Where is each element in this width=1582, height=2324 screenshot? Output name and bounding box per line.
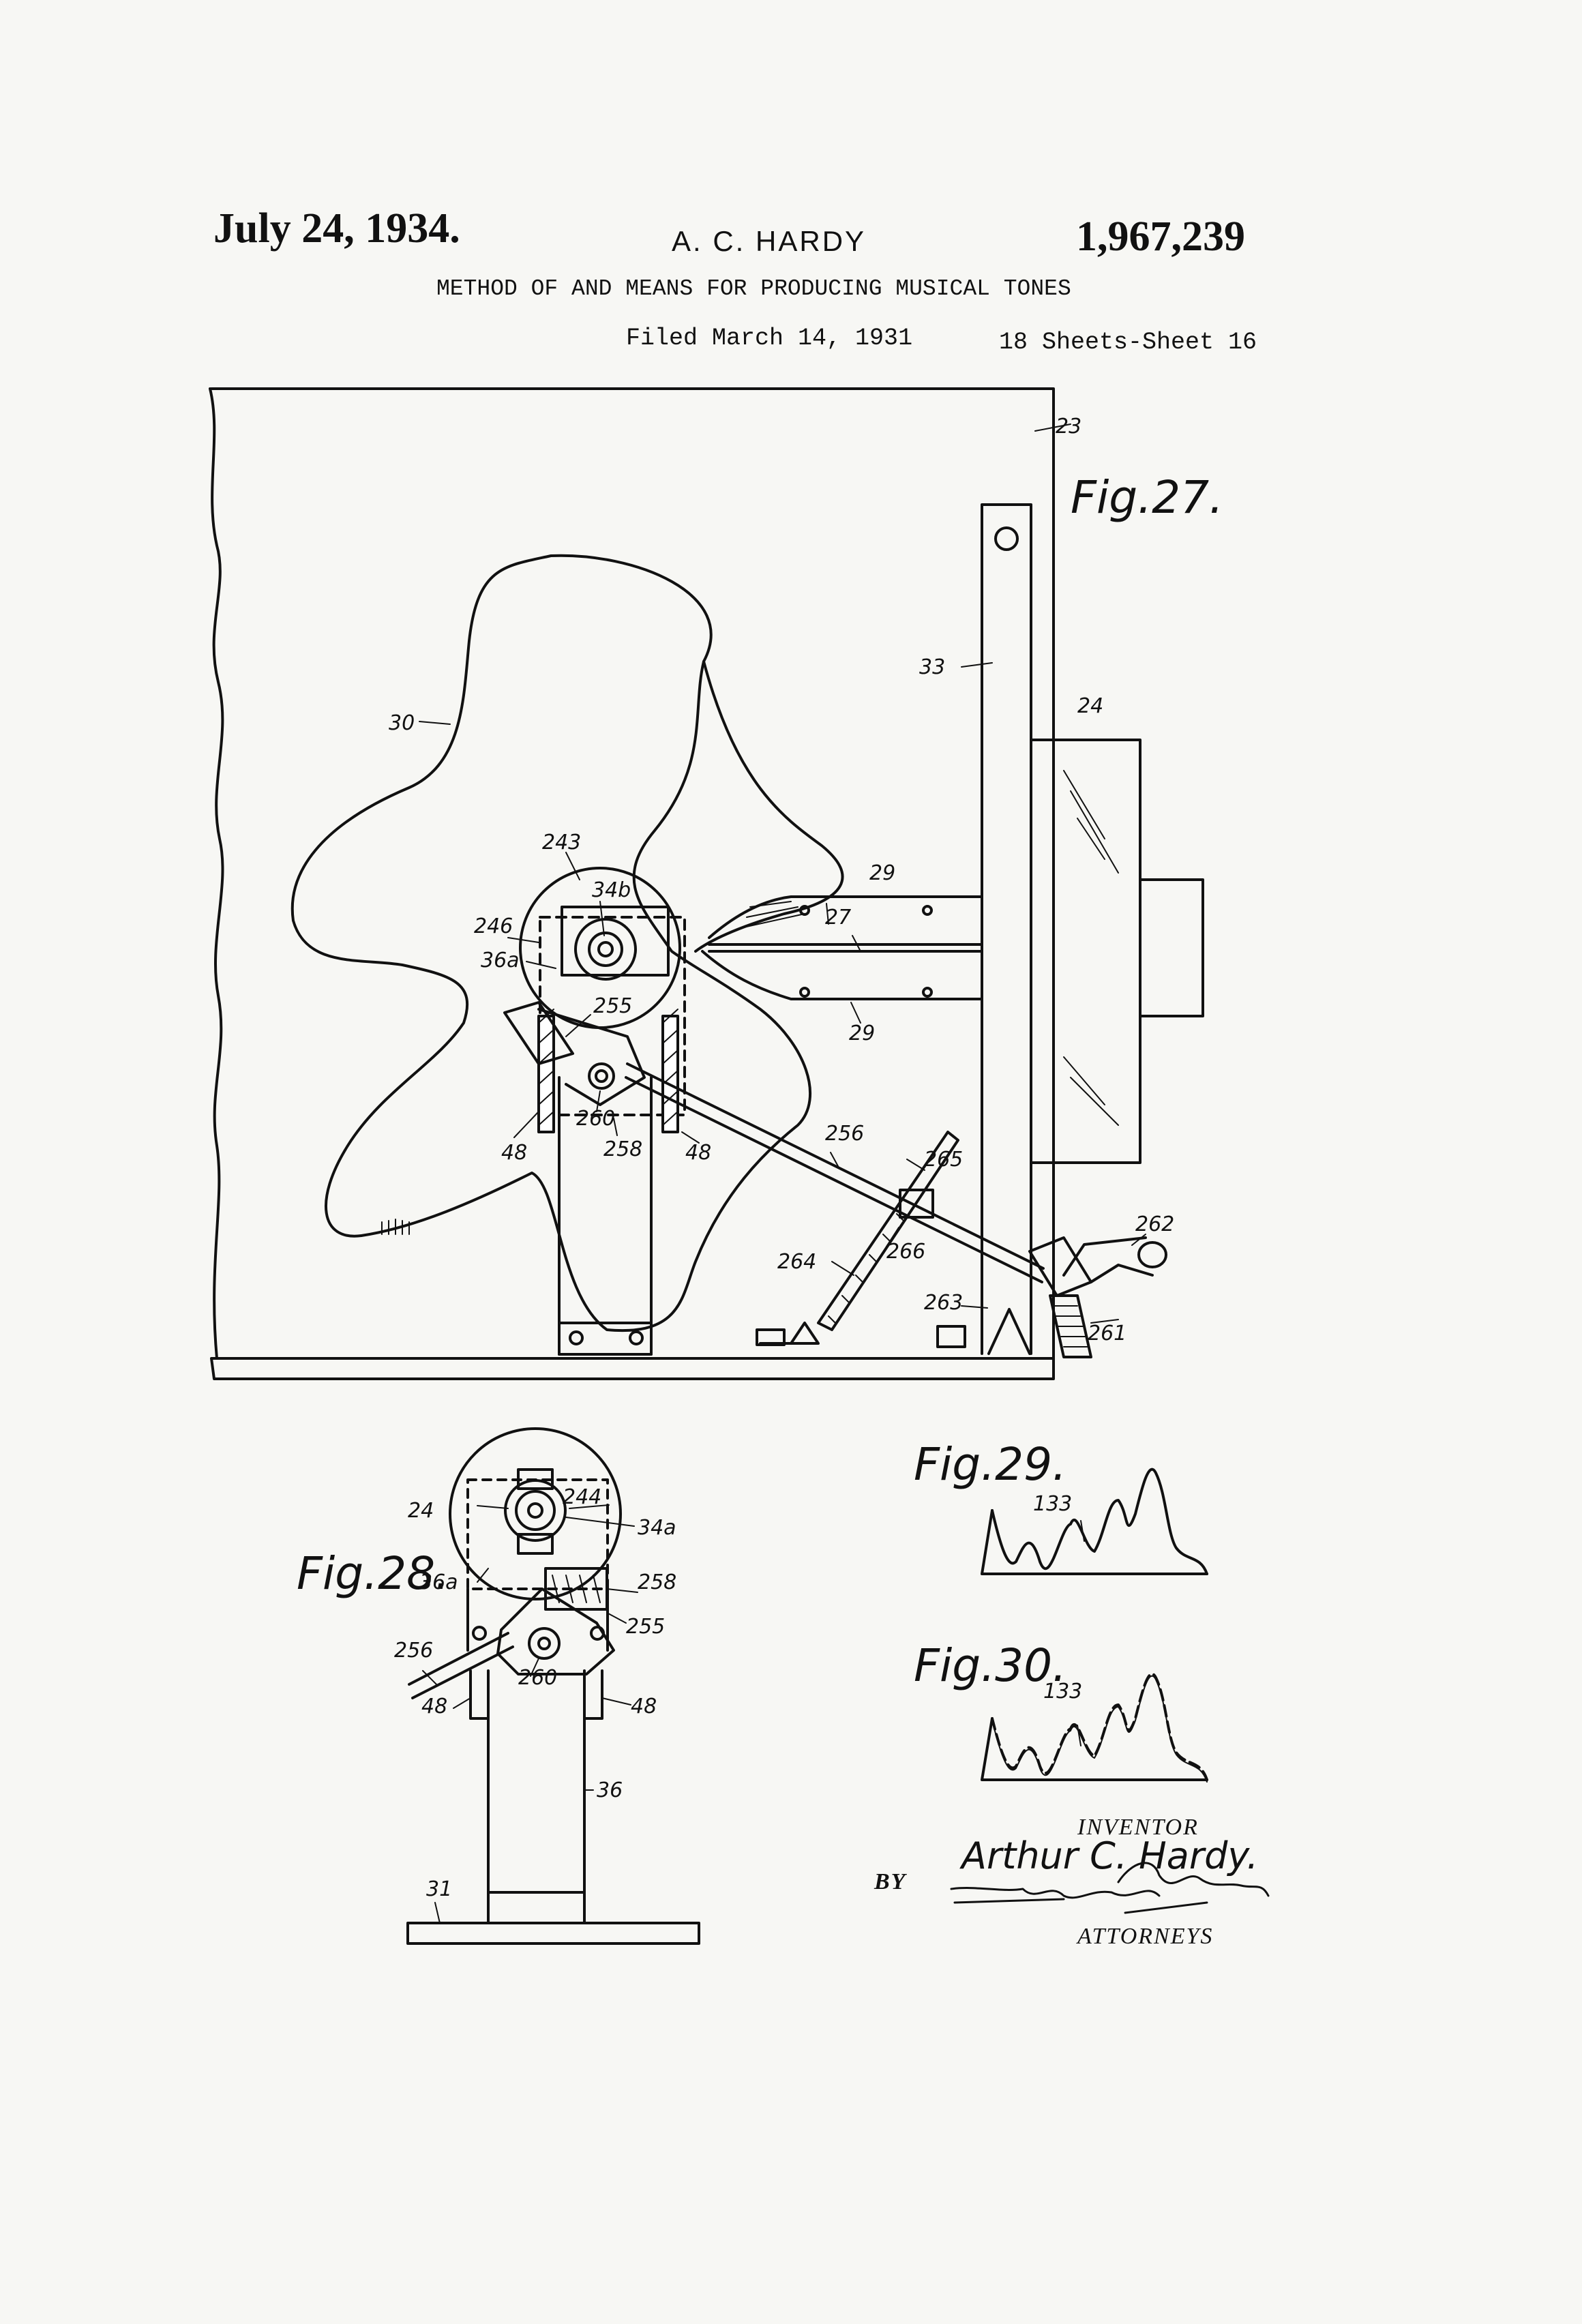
plate-265 [817, 1131, 959, 1331]
ref-266: 266 [886, 1240, 925, 1264]
attorney-signature-scribble [950, 1862, 1270, 1914]
ref-261: 261 [1088, 1322, 1126, 1345]
lever-255 [503, 1001, 574, 1065]
ref-24: 24 [1077, 694, 1103, 718]
ref-246: 246 [474, 914, 513, 938]
ref-33: 33 [919, 655, 945, 679]
inventor-signature: Arthur C. Hardy. [959, 1834, 1258, 1877]
ref28-260: 260 [518, 1666, 557, 1690]
filed-date: Filed March 14, 1931 [626, 325, 913, 352]
ref-258: 258 [603, 1137, 642, 1161]
ref28-244: 244 [563, 1485, 601, 1509]
attorneys-label: ATTORNEYS [1076, 1924, 1213, 1949]
inventor-name: A. C. HARDY [672, 225, 867, 257]
ref-262: 262 [1135, 1212, 1174, 1236]
ref-48-left: 48 [501, 1141, 527, 1165]
fig30-label: Fig.30. [914, 1639, 1066, 1692]
ref28-255: 255 [626, 1615, 665, 1639]
ref-263: 263 [924, 1291, 963, 1315]
ref28-48-right: 48 [631, 1695, 657, 1718]
ref-260: 260 [576, 1107, 615, 1131]
base-plate [210, 1357, 1055, 1380]
inventor-label: INVENTOR [1077, 1815, 1199, 1840]
patent-date: July 24, 1934. [213, 205, 460, 252]
housing-panel [209, 387, 1055, 1360]
ref-36a: 36a [481, 949, 520, 972]
ref-30: 30 [389, 711, 415, 735]
sheet-count: 18 Sheets-Sheet 16 [999, 329, 1257, 356]
cam-30 [290, 554, 811, 1332]
ref-34b: 34b [592, 878, 631, 902]
ref28-24: 24 [408, 1499, 434, 1523]
lever-28 [496, 1588, 615, 1675]
ref28-34a: 34a [638, 1516, 676, 1540]
fig28-label: Fig.28. [297, 1547, 449, 1600]
fig29-drawing [981, 1468, 1208, 1575]
ref28-256: 256 [394, 1639, 433, 1663]
ref-23: 23 [1056, 415, 1081, 438]
ref-264: 264 [777, 1250, 816, 1274]
by-label: BY [874, 1869, 908, 1894]
disc-28 [449, 1427, 622, 1600]
ref28-36: 36 [597, 1778, 623, 1802]
ref28-36a: 36a [419, 1570, 458, 1594]
upright-36-28 [487, 1673, 586, 1924]
ref-29-upper: 29 [869, 861, 895, 885]
base-31 [406, 1922, 700, 1945]
ref28-31: 31 [426, 1877, 452, 1901]
bracket-36a [539, 916, 686, 1116]
motor-24 [1030, 739, 1141, 1164]
ref30-133: 133 [1043, 1680, 1082, 1703]
fig27-drawing [209, 387, 1204, 1380]
fig30-drawing [981, 1672, 1208, 1783]
ref28-258: 258 [638, 1570, 676, 1594]
waveform-29 [991, 1468, 1208, 1575]
ref-265: 265 [924, 1148, 963, 1172]
ref-27: 27 [825, 906, 851, 929]
gear-261 [1049, 1294, 1092, 1358]
patent-number: 1,967,239 [1076, 213, 1245, 260]
fig28-drawing [406, 1427, 700, 1945]
guide-48-right [661, 1015, 679, 1133]
fig29-label: Fig.29. [914, 1438, 1066, 1491]
ref-243: 243 [542, 831, 581, 854]
rod-256 [625, 1062, 1045, 1283]
guide-48-left [537, 1015, 555, 1133]
upright-33 [981, 503, 1032, 1355]
ref29-133: 133 [1033, 1492, 1072, 1516]
fig27-label: Fig.27. [1071, 471, 1223, 524]
patent-title: METHOD OF AND MEANS FOR PRODUCING MUSICA… [436, 276, 1071, 301]
rod-28 [408, 1632, 514, 1699]
ref28-48-left: 48 [421, 1695, 447, 1718]
ref-29-lower: 29 [849, 1022, 875, 1045]
rail-29 [701, 895, 983, 1000]
ref-256: 256 [825, 1122, 864, 1146]
ref-48-right: 48 [685, 1141, 711, 1165]
ref-255: 255 [593, 994, 632, 1018]
